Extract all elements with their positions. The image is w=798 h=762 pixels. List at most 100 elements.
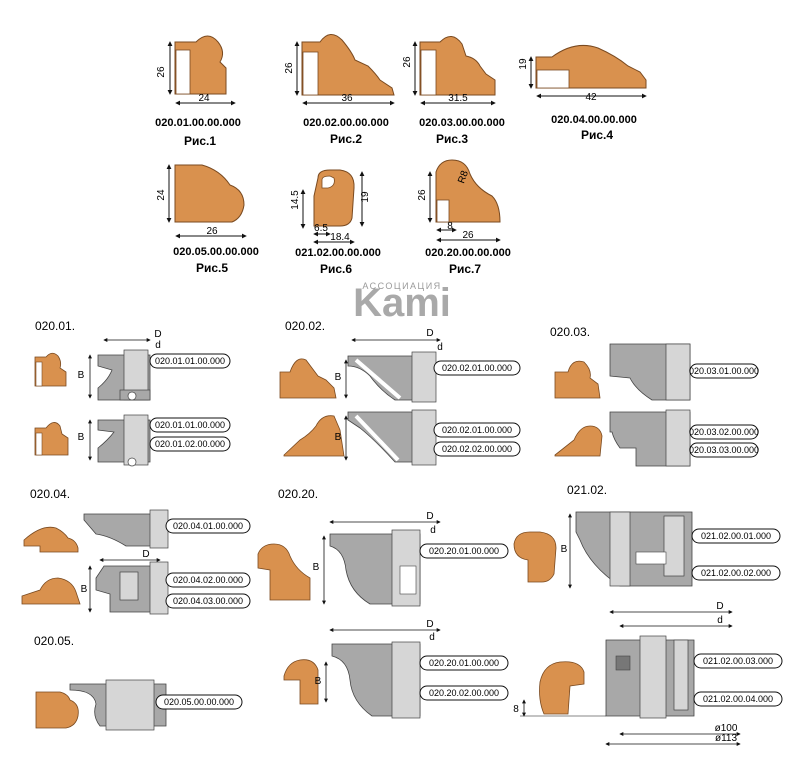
dim-height: 26 (284, 62, 295, 74)
dim-8: 8 (513, 704, 519, 715)
profile-3: 26 31.5 020.03.00.00.000 Рис.3 (402, 36, 505, 146)
part-tag: 021.02.00.02.000 (701, 568, 771, 578)
figure-label: Рис.4 (581, 128, 613, 142)
section-title: 020.05. (34, 634, 74, 648)
part-tag: 020.02.01.00.000 (442, 425, 512, 435)
part-tag: 021.02.00.04.000 (703, 694, 773, 704)
section-020-20-lower: D d B 020.20.01.00.000 020.20.02.00.000 (283, 619, 509, 719)
dim-D: D (426, 328, 433, 339)
part-tag: 020.01.02.00.000 (155, 439, 225, 449)
dim-height: 26 (417, 189, 428, 201)
dim-D: D (154, 329, 161, 340)
part-tag: 021.02.00.01.000 (701, 531, 771, 541)
section-020-02: 020.02. D d B B 020.02.01.00.000 020.02.… (279, 319, 521, 466)
dim-d113: ø113 (715, 733, 737, 744)
section-020-05: 020.05. 020.05.00.00.000 (34, 634, 243, 731)
section-title: 020.02. (285, 319, 325, 333)
dim-width: 26 (206, 226, 218, 237)
part-tag: 020.02.01.00.000 (442, 363, 512, 373)
dim-B-2: B (335, 432, 342, 443)
figure-label: Рис.6 (320, 262, 352, 276)
dim-width: 42 (585, 92, 597, 103)
profile-1: 26 24 020.01.00.00.000 Рис.1 (155, 35, 241, 148)
dim-B: B (313, 562, 320, 573)
dim-width-small: 6.5 (314, 223, 328, 234)
dim-height: 26 (402, 56, 413, 68)
dim-B: B (561, 544, 568, 555)
profile-2: 26 36 020.02.00.00.000 Рис.2 (284, 34, 395, 146)
part-tag: 020.20.01.00.000 (429, 658, 499, 668)
section-020-03: 020.03. 020.03.01.00.000 020.03.02.00.00… (550, 325, 759, 467)
dim-width-small: 8 (447, 221, 453, 232)
profile-code: 021.02.00.00.000 (295, 247, 381, 259)
profile-code: 020.03.00.00.000 (419, 117, 505, 129)
dim-D: D (142, 549, 149, 560)
dim-D: D (426, 619, 433, 630)
dim-B-2: B (78, 432, 85, 443)
part-tag: 020.03.03.00.000 (689, 445, 759, 455)
kami-logo: АССОЦИАЦИЯ Kami (353, 281, 451, 325)
part-tag: 020.05.00.00.000 (164, 697, 234, 707)
dim-width: 36 (341, 93, 353, 104)
section-title: 020.03. (550, 325, 590, 339)
dim-height: 26 (156, 66, 167, 78)
dim-width: 31.5 (448, 93, 468, 104)
figure-label: Рис.3 (436, 132, 468, 146)
part-tag: 020.03.02.00.000 (689, 427, 759, 437)
part-tag: 020.04.02.00.000 (173, 575, 243, 585)
figure-label: Рис.2 (330, 132, 362, 146)
part-tag: 020.01.01.00.000 (155, 420, 225, 430)
profile-4: 19 42 020.04.00.00.000 Рис.4 (518, 45, 647, 142)
dim-height: 24 (156, 189, 167, 201)
dim-B: B (81, 584, 88, 595)
dim-height: 14.5 (290, 190, 301, 210)
logo-wordmark: Kami (353, 281, 451, 325)
dim-D: D (426, 511, 433, 522)
profile-code: 020.05.00.00.000 (173, 246, 259, 258)
dim-width: 18.4 (330, 232, 350, 243)
section-title: 021.02. (567, 483, 607, 497)
profile-5: 24 26 020.05.00.00.000 Рис.5 (156, 164, 259, 275)
part-tag: 020.20.01.00.000 (429, 546, 499, 556)
part-tag: 020.02.02.00.000 (442, 444, 512, 454)
dim-B: B (315, 676, 322, 687)
dim-D: D (716, 601, 723, 612)
profile-code: 020.04.00.00.000 (551, 114, 637, 126)
figure-label: Рис.7 (449, 262, 481, 276)
profile-7: 26 R8 8 26 020.20.00.00.000 Рис.7 (417, 159, 511, 276)
part-tag: 020.04.01.00.000 (173, 521, 243, 531)
dim-d: d (717, 615, 723, 626)
dim-width: 26 (462, 230, 474, 241)
section-020-20: 020.20. D d B 020.20.01.00.000 (257, 487, 509, 607)
dim-width: 24 (198, 93, 210, 104)
figure-label: Рис.5 (196, 261, 228, 275)
dim-radius: R8 (456, 169, 471, 185)
section-title: 020.20. (278, 487, 318, 501)
part-tag: 020.04.03.00.000 (173, 596, 243, 606)
section-020-01: 020.01. D d B B 020.01.01.00.000 020.01.… (34, 319, 231, 467)
dim-height-2: 19 (360, 191, 371, 203)
part-tag: 020.03.01.00.000 (689, 366, 759, 376)
part-tag: 020.01.01.00.000 (155, 356, 225, 366)
profile-6: 14.5 19 6.5 18.4 021.02.00.00.000 Рис.6 (290, 169, 381, 276)
dim-d: d (430, 525, 436, 536)
dim-d: d (429, 632, 435, 643)
part-tag: 021.02.00.03.000 (703, 656, 773, 666)
section-title: 020.04. (30, 487, 70, 501)
dim-B: B (335, 372, 342, 383)
dim-height: 19 (518, 58, 529, 70)
figure-label: Рис.1 (184, 134, 216, 148)
section-title: 020.01. (35, 319, 75, 333)
section-021-02: 021.02. B 021.02.00.01.000 021.02.00.02.… (513, 483, 781, 589)
section-020-04: 020.04. D B 020.04.01.00.000 020.04.02.0… (21, 487, 251, 615)
part-tag: 020.20.02.00.000 (429, 688, 499, 698)
dim-d: d (437, 342, 443, 353)
profile-code: 020.20.00.00.000 (425, 247, 511, 259)
dim-d100: ø100 (715, 723, 738, 734)
profile-code: 020.01.00.00.000 (155, 117, 241, 129)
dim-d: d (155, 340, 161, 351)
section-021-02-lower: D d 8 ø100 ø113 021.02.00.03.000 021.02.… (513, 601, 783, 746)
logo-tagline: АССОЦИАЦИЯ (362, 281, 441, 291)
profile-code: 020.02.00.00.000 (303, 117, 389, 129)
